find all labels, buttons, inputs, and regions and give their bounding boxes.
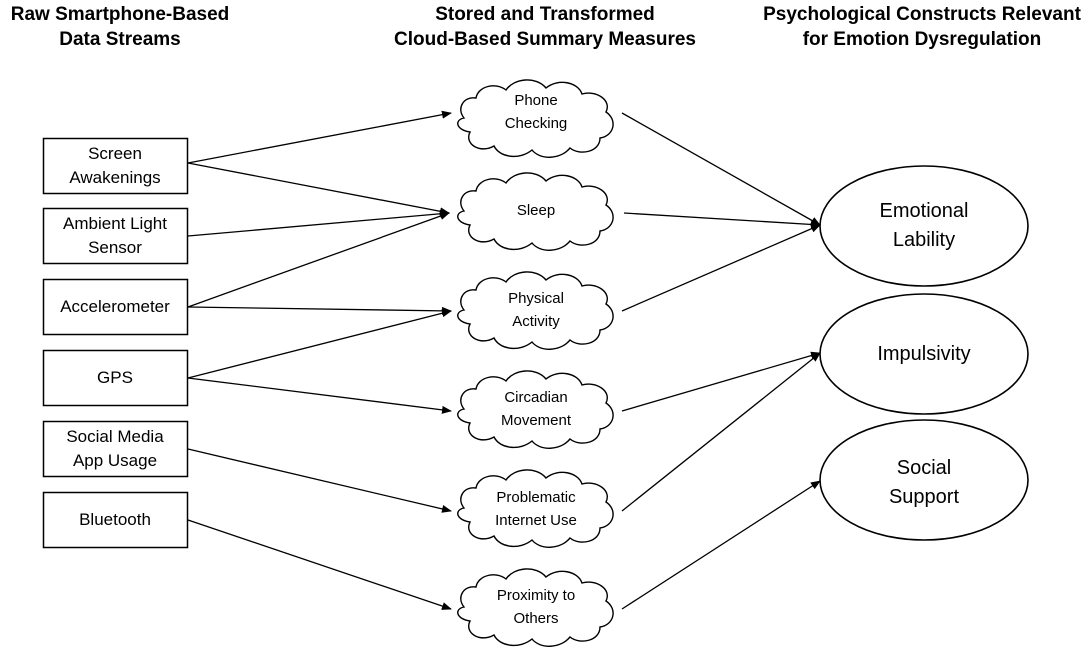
- label-line: Emotional: [879, 200, 969, 222]
- measure-label-phone-checking: Phone Checking: [466, 89, 606, 135]
- label-line: Sensor: [88, 238, 142, 257]
- source-label-screen-awakenings: Screen Awakenings: [43, 142, 187, 190]
- label-line: Social Media: [66, 427, 164, 446]
- label-line: Internet Use: [495, 512, 577, 529]
- construct-label-social-support: Social Support: [820, 454, 1028, 512]
- label-line: Physical: [508, 290, 564, 307]
- label-line: Accelerometer: [60, 297, 170, 316]
- source-box-gps: [42, 349, 189, 407]
- source-label-bluetooth: Bluetooth: [43, 508, 187, 532]
- label-line: Bluetooth: [79, 510, 151, 529]
- label-line: Proximity to: [496, 587, 576, 604]
- header-line: Stored and Transformed: [435, 4, 655, 25]
- source-box-social-media-app-usage: [42, 420, 189, 478]
- header-line: for Emotion Dysregulation: [802, 29, 1042, 50]
- raw-data-streams-header: Raw Smartphone-Based Data Streams: [0, 2, 240, 52]
- arrow-screen-to-sleep: [187, 162, 450, 216]
- label-line: Circadian: [504, 389, 568, 406]
- source-label-social-media-app-usage: Social Media App Usage: [43, 425, 187, 473]
- summary-measures-header: Stored and Transformed Cloud-Based Summa…: [380, 2, 710, 52]
- arrow-proximity-to-social-support: [621, 480, 821, 610]
- label-line: Social: [896, 457, 952, 479]
- label-line: GPS: [97, 368, 133, 387]
- measure-label-physical-activity: Physical Activity: [466, 287, 606, 333]
- arrow-gps-to-circadian-movement: [187, 377, 452, 414]
- header-line: Data Streams: [59, 29, 181, 50]
- label-line: Activity: [512, 313, 560, 330]
- arrow-phone-checking-to-emotional-lability: [621, 112, 821, 226]
- source-box-screen-awakenings: [42, 137, 189, 195]
- arrow-physical-activity-to-emotional-lability: [621, 224, 821, 312]
- source-label-ambient-light-sensor: Ambient Light Sensor: [43, 212, 187, 260]
- source-box-bluetooth: [42, 491, 189, 549]
- header-line: Psychological Constructs Relevant: [763, 4, 1081, 25]
- label-line: Impulsivity: [877, 343, 971, 365]
- source-box-ambient-light-sensor: [42, 207, 189, 265]
- measure-label-circadian-movement: Circadian Movement: [466, 386, 606, 432]
- arrow-problematic-internet-use-to-impulsivity: [621, 352, 821, 512]
- arrow-screen-to-phone-checking: [187, 110, 452, 164]
- source-box-accelerometer: [42, 278, 189, 336]
- label-line: Support: [888, 486, 960, 508]
- label-line: Checking: [504, 115, 568, 132]
- label-line: Sleep: [516, 202, 556, 219]
- label-line: Others: [513, 610, 559, 627]
- arrow-accel-to-sleep: [187, 212, 450, 308]
- header-line: Raw Smartphone-Based: [10, 4, 230, 25]
- arrow-social-media-to-problematic-internet-use: [187, 448, 452, 513]
- label-line: Lability: [892, 229, 956, 251]
- arrow-circadian-movement-to-impulsivity: [621, 351, 821, 412]
- measure-label-sleep: Sleep: [466, 199, 606, 222]
- label-line: Screen: [88, 144, 142, 163]
- label-line: Problematic: [496, 489, 576, 506]
- arrow-sleep-to-emotional-lability: [623, 212, 821, 229]
- oval-social-support: [819, 419, 1029, 541]
- label-line: Movement: [500, 412, 572, 429]
- measure-label-proximity-to-others: Proximity to Others: [466, 584, 606, 630]
- label-line: Ambient Light: [63, 214, 167, 233]
- construct-label-impulsivity: Impulsivity: [820, 340, 1028, 369]
- measure-label-problematic-internet-use: Problematic Internet Use: [466, 486, 606, 532]
- construct-label-emotional-lability: Emotional Lability: [820, 197, 1028, 255]
- label-line: Awakenings: [69, 168, 161, 187]
- label-line: App Usage: [72, 451, 158, 470]
- arrow-accel-to-physical-activity: [187, 306, 452, 315]
- arrow-light-to-sleep: [187, 209, 450, 237]
- arrow-gps-to-physical-activity: [187, 309, 452, 379]
- label-line: Phone: [514, 92, 558, 109]
- arrow-bluetooth-to-proximity: [187, 519, 452, 610]
- source-label-gps: GPS: [43, 366, 187, 390]
- header-line: Cloud-Based Summary Measures: [394, 29, 696, 50]
- source-label-accelerometer: Accelerometer: [43, 295, 187, 319]
- psychological-constructs-header: Psychological Constructs Relevant for Em…: [760, 2, 1084, 52]
